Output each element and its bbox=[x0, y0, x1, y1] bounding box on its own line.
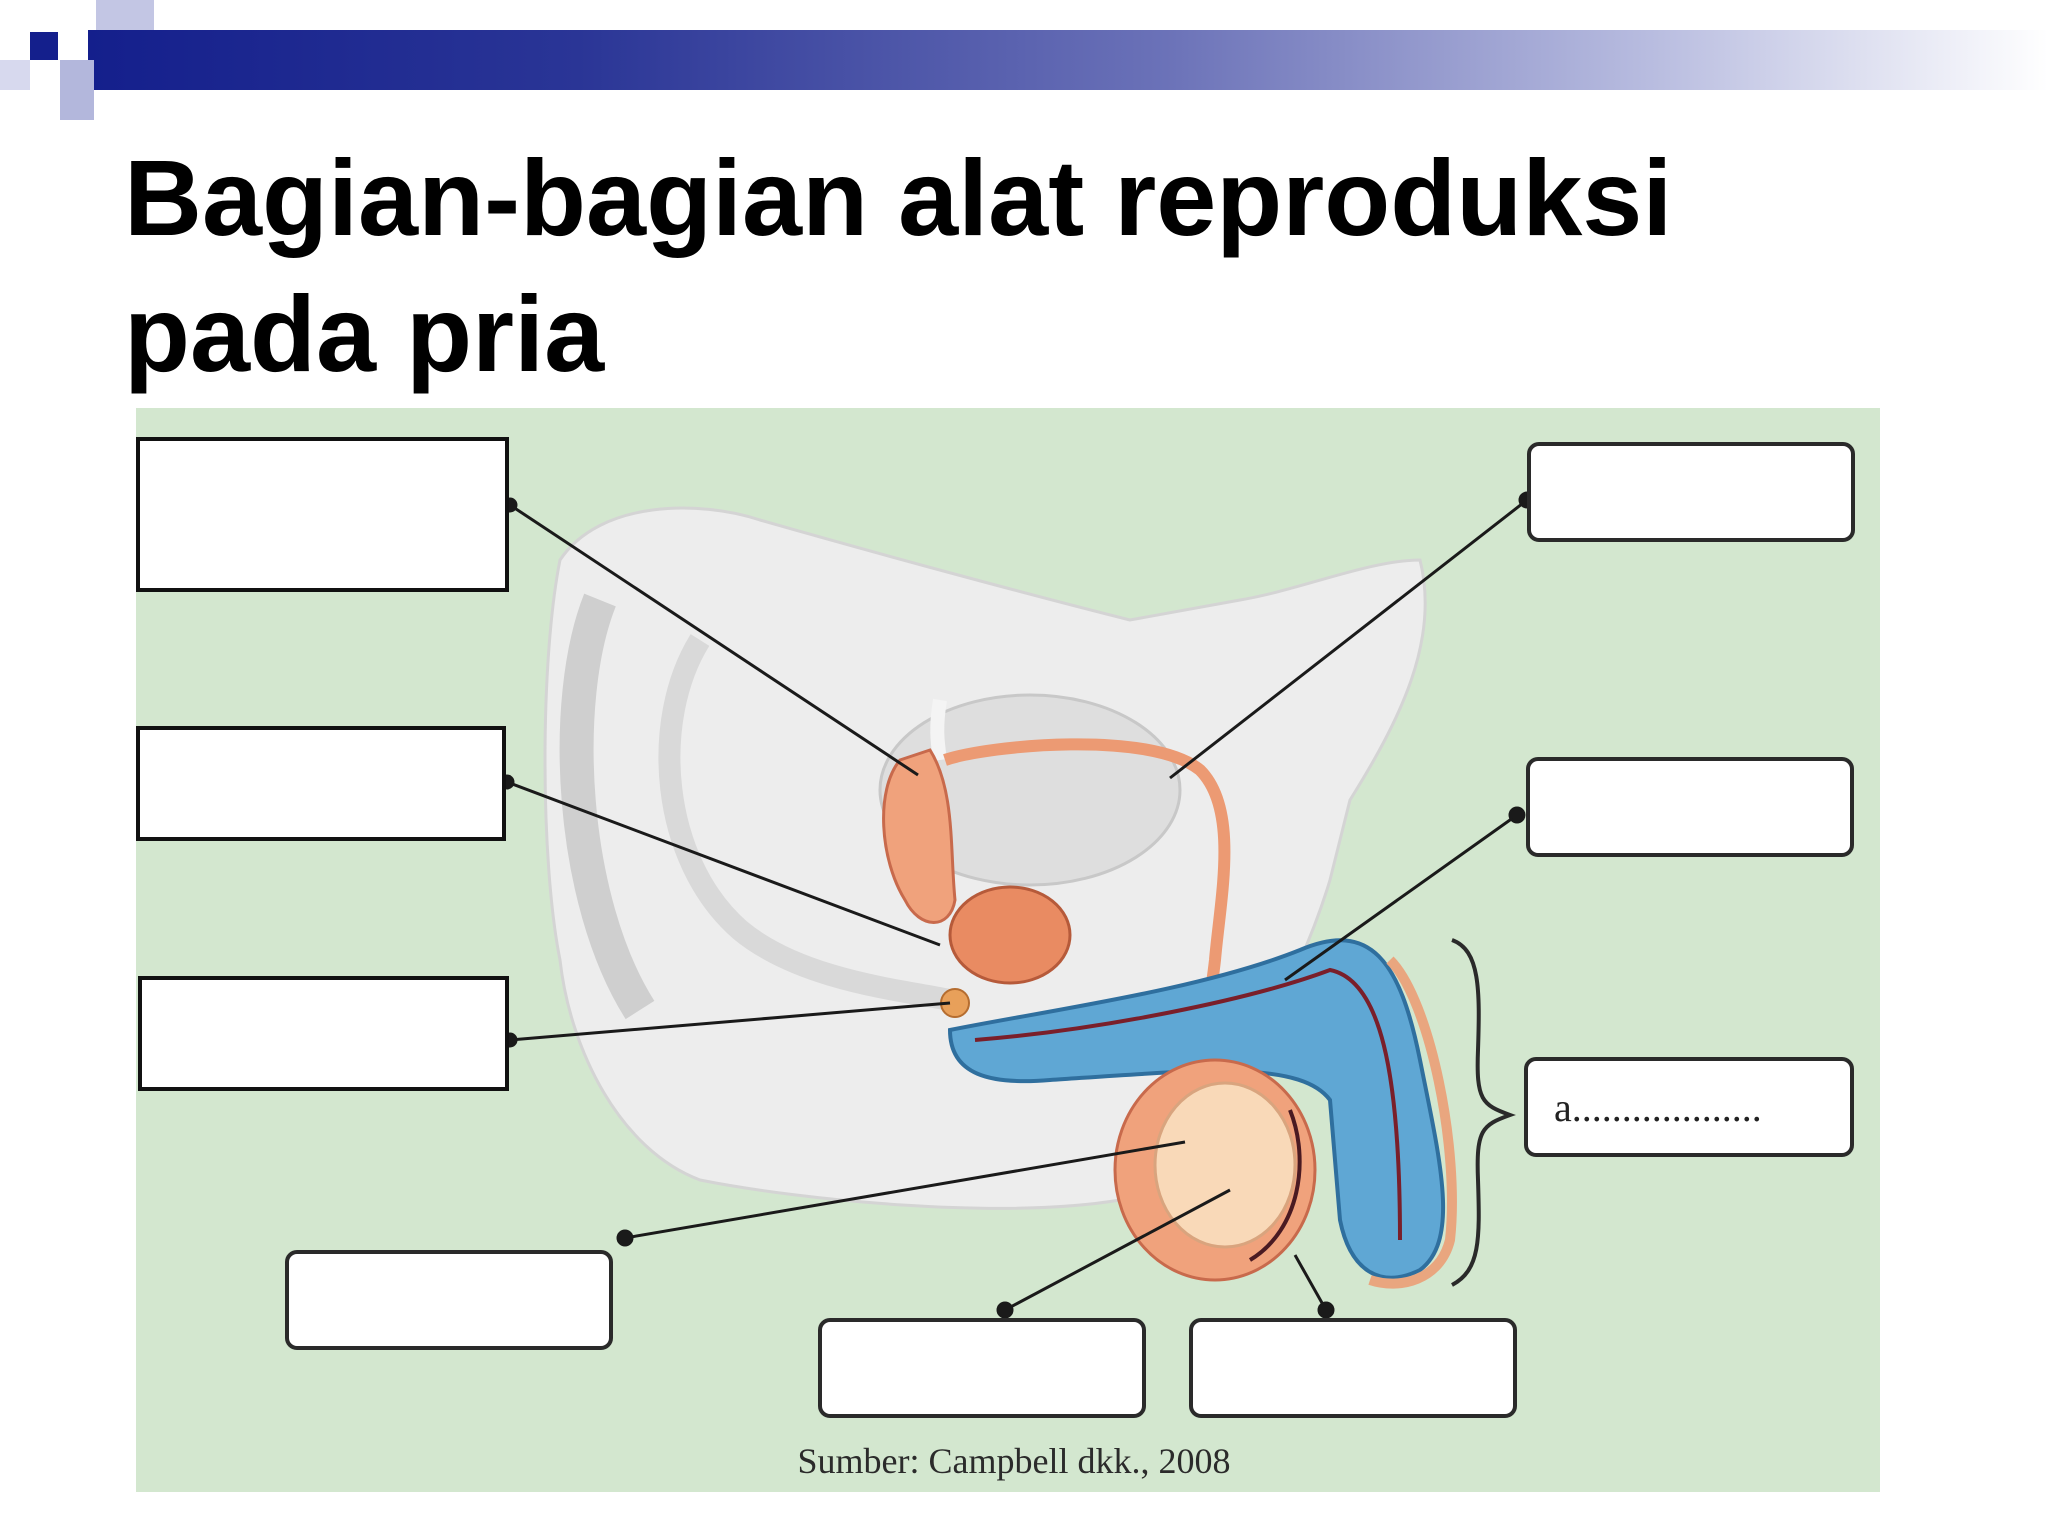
rectum-curve bbox=[658, 634, 953, 1011]
spine-curve bbox=[559, 593, 655, 1020]
blank-label-box[interactable] bbox=[1527, 442, 1855, 542]
title-line-1: Bagian-bagian alat reproduksi bbox=[124, 137, 1673, 258]
leader-dot bbox=[616, 1229, 634, 1247]
title-line-2: pada pria bbox=[124, 273, 605, 394]
blank-label-box[interactable] bbox=[818, 1318, 1146, 1418]
prostate-gland bbox=[948, 885, 1072, 985]
slide-title: Bagian-bagian alat reproduksi pada pria bbox=[124, 130, 1924, 402]
header-square-light bbox=[96, 0, 154, 30]
penis-curly-brace bbox=[1451, 938, 1516, 1287]
ureter bbox=[930, 698, 947, 761]
leader-line-prostate bbox=[506, 780, 941, 947]
source-text: Sumber: Campbell dkk., 2008 bbox=[797, 1441, 1231, 1481]
urethra bbox=[974, 967, 1402, 1241]
seminal-vesicle bbox=[882, 748, 957, 924]
blank-label-box[interactable] bbox=[136, 726, 506, 841]
leader-dot bbox=[996, 1301, 1014, 1319]
leader-dot bbox=[1317, 1301, 1335, 1319]
header-gradient-bar bbox=[88, 30, 2048, 90]
blank-label-box[interactable] bbox=[1189, 1318, 1517, 1418]
leader-line-bulbourethral bbox=[509, 1001, 951, 1042]
header-square-dark bbox=[30, 32, 58, 60]
blank-label-box[interactable] bbox=[138, 976, 509, 1091]
blank-label-box[interactable] bbox=[136, 437, 509, 592]
leader-line-testis bbox=[1004, 1188, 1231, 1312]
header-square-light bbox=[0, 60, 30, 90]
leader-line-seminal-vesicle bbox=[509, 503, 919, 777]
leader-line-scrotum bbox=[624, 1140, 1186, 1240]
blank-label-box[interactable] bbox=[285, 1250, 613, 1350]
leader-line-urethra bbox=[1284, 813, 1518, 982]
penis-label-text: a................... bbox=[1554, 1084, 1762, 1130]
penis-label-box[interactable]: a................... bbox=[1524, 1057, 1854, 1157]
leader-line-epididymis bbox=[1293, 1254, 1328, 1311]
testis bbox=[1153, 1081, 1297, 1249]
leader-dot bbox=[1508, 806, 1526, 824]
penis-shaft bbox=[947, 938, 1446, 1280]
source-citation: Sumber: Campbell dkk., 2008 bbox=[0, 1440, 2048, 1482]
penis-sheath bbox=[1368, 956, 1457, 1289]
leader-line-vas-deferens bbox=[1169, 498, 1528, 780]
header-square-light bbox=[60, 60, 94, 120]
epididymis bbox=[1248, 1109, 1302, 1262]
blank-label-box[interactable] bbox=[1526, 757, 1854, 857]
